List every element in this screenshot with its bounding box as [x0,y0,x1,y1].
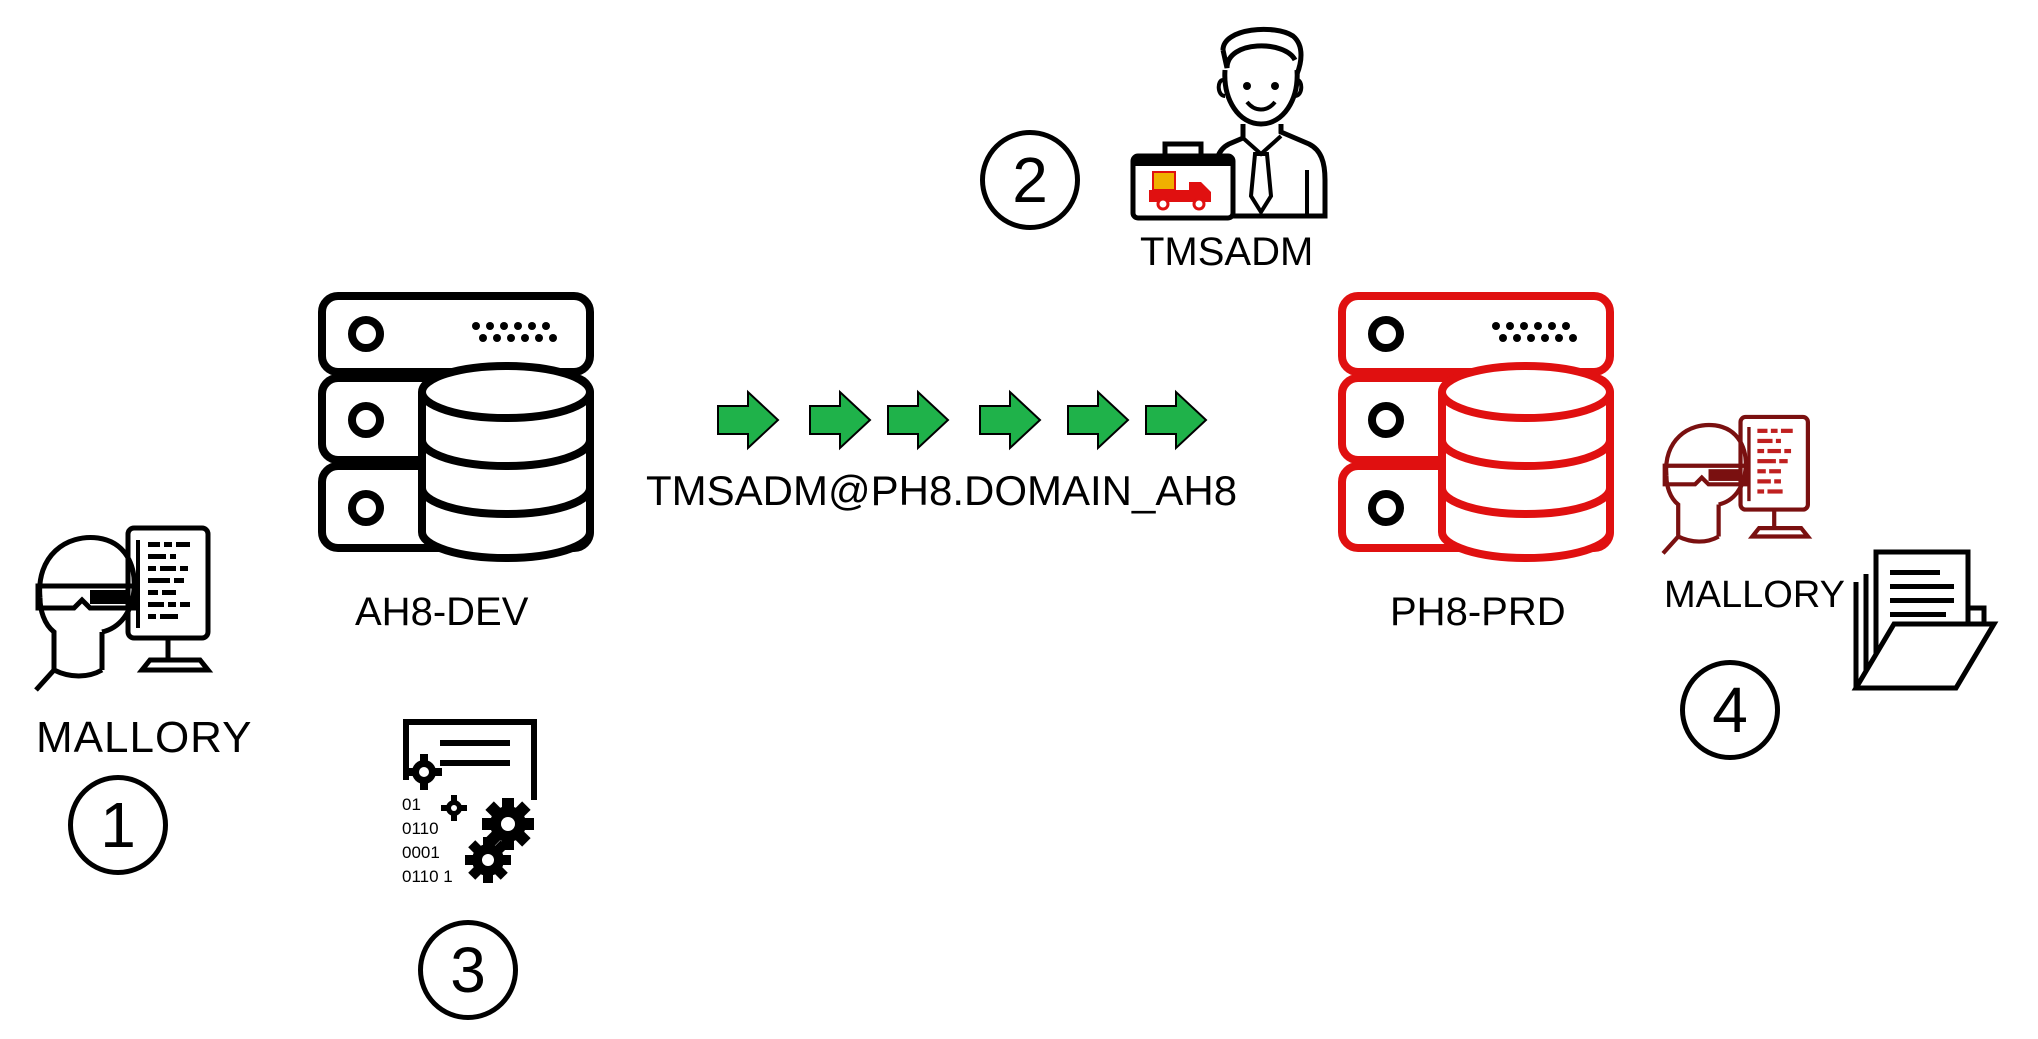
dev-server [318,292,594,562]
prd-server [1338,292,1614,562]
arrow-icon [887,391,949,449]
businessman-icon [1130,26,1328,221]
prd-server-label: PH8-PRD [1390,590,1566,634]
arrow-icon [1145,391,1207,449]
hacker-icon [1661,414,1813,555]
attacker-right-label: MALLORY [1664,574,1845,616]
transport-truck-icon [1149,171,1211,211]
step-2-badge: 2 [980,130,1080,230]
step-3-badge: 3 [418,920,518,1020]
connection-label: TMSADM@PH8.DOMAIN_AH8 [646,467,1238,514]
arrow-icon [979,391,1041,449]
binary-line-1: 01 [402,795,421,814]
folder-documents-icon [1851,549,1999,691]
attacker-right [1658,406,1818,566]
stolen-files [1848,548,1999,698]
arrow-row [717,391,1207,449]
hacker-icon [34,525,214,692]
arrow-icon [717,391,779,449]
code-gears-icon: 01 0110 0001 0110 1 [402,719,537,886]
admin-label: TMSADM [1140,230,1314,274]
database-server-icon [318,292,594,562]
binary-line-2: 0110 [402,819,439,838]
attacker-left [30,520,220,700]
admin-user [1125,20,1335,221]
binary-line-3: 0001 [402,843,440,862]
program-config: 01 0110 0001 0110 1 [400,719,540,890]
step-1-badge: 1 [68,775,168,875]
database-server-icon [1338,292,1614,562]
arrow-icon [809,391,871,449]
step-4-badge: 4 [1680,660,1780,760]
attacker-left-label: MALLORY [36,713,253,762]
binary-line-4: 0110 1 [402,867,453,886]
connection-arrows [716,390,1216,450]
arrow-icon [1067,391,1129,449]
dev-server-label: AH8-DEV [355,590,529,634]
